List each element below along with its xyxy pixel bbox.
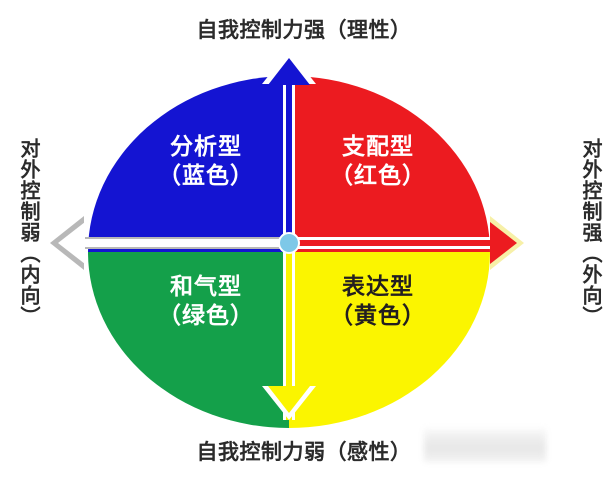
axis-line-horizontal-right <box>288 237 496 249</box>
axis-line-horizontal-left <box>82 237 290 249</box>
origin-dot <box>278 232 300 254</box>
axis-label-left: 对外控制弱（内向） <box>17 138 39 327</box>
arrow-up-icon <box>268 58 310 85</box>
quadrant-label-amiable: 和气型 （绿色） <box>158 273 254 329</box>
quadrant-label-analytical: 分析型 （蓝色） <box>158 133 254 189</box>
axis-line-vertical-upper <box>283 66 295 246</box>
arrow-right-icon <box>490 222 517 264</box>
axis-label-bottom: 自我控制力弱（感性） <box>196 441 412 464</box>
quadrant-circle: 分析型 （蓝色） 支配型 （红色） 和气型 （绿色） 表达型 （黄色） <box>88 76 490 428</box>
axis-line-vertical-lower <box>283 240 295 420</box>
arrow-left-icon <box>58 222 85 264</box>
axis-label-right: 对外控制强（外向） <box>579 138 601 327</box>
watermark-smudge <box>424 428 546 462</box>
quadrant-label-expressive: 表达型 （黄色） <box>330 273 426 329</box>
quadrant-label-dominant: 支配型 （红色） <box>330 133 426 189</box>
axis-label-top: 自我控制力强（理性） <box>196 19 412 42</box>
arrow-down-icon <box>268 386 310 413</box>
